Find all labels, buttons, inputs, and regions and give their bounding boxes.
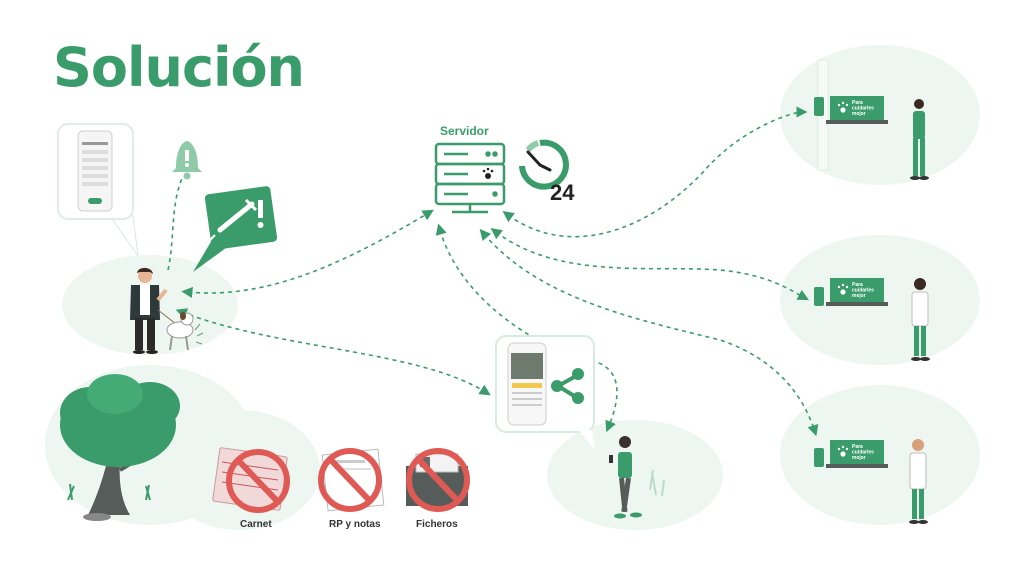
prohibited-icon [406,448,470,512]
share-callout [495,335,595,450]
app-name-line-1: Para [852,282,863,288]
connectors [167,106,819,437]
legacy-label-files: Ficheros [416,519,458,530]
prohibited-icon [226,449,290,513]
legacy-label-carnet: Carnet [240,519,272,530]
app-name-line-3: mejor [852,111,866,117]
app-name-line-1: Para [852,444,863,450]
paw-icon [482,167,494,179]
owner-with-dog-illustration [130,267,204,354]
vet-clinic-3 [814,439,928,524]
tree-illustration [60,374,180,521]
connector-server-vet1 [502,106,808,238]
vet-clinic-1 [814,59,929,180]
app-name-line-3: mejor [852,455,866,461]
legacy-label-notes: RP y notas [329,519,381,530]
prohibited-icon [318,448,382,512]
app-name-line-2: cuidarles [852,450,874,456]
app-name-line-2: cuidarles [852,106,874,112]
uptime-label: 24 [550,180,575,205]
bell-icon [172,141,202,180]
app-name-line-1: Para [852,100,863,106]
phone-callout [57,123,139,257]
walker-illustration [609,436,665,519]
page-title: Solución [53,36,305,99]
clock-24h-icon [519,139,569,190]
vaccine-alert-icon [193,186,278,272]
server-icon [434,142,506,214]
connector-server-vet3 [479,228,819,437]
vet-clinic-2 [814,278,930,361]
paw-icon [837,101,849,457]
server-label: Servidor [440,124,489,138]
connector-phone-bell [167,175,184,271]
app-name-line-2: cuidarles [852,288,874,294]
share-icon [551,368,584,404]
app-name-line-3: mejor [852,293,866,299]
connector-server-vet2 [490,227,809,301]
